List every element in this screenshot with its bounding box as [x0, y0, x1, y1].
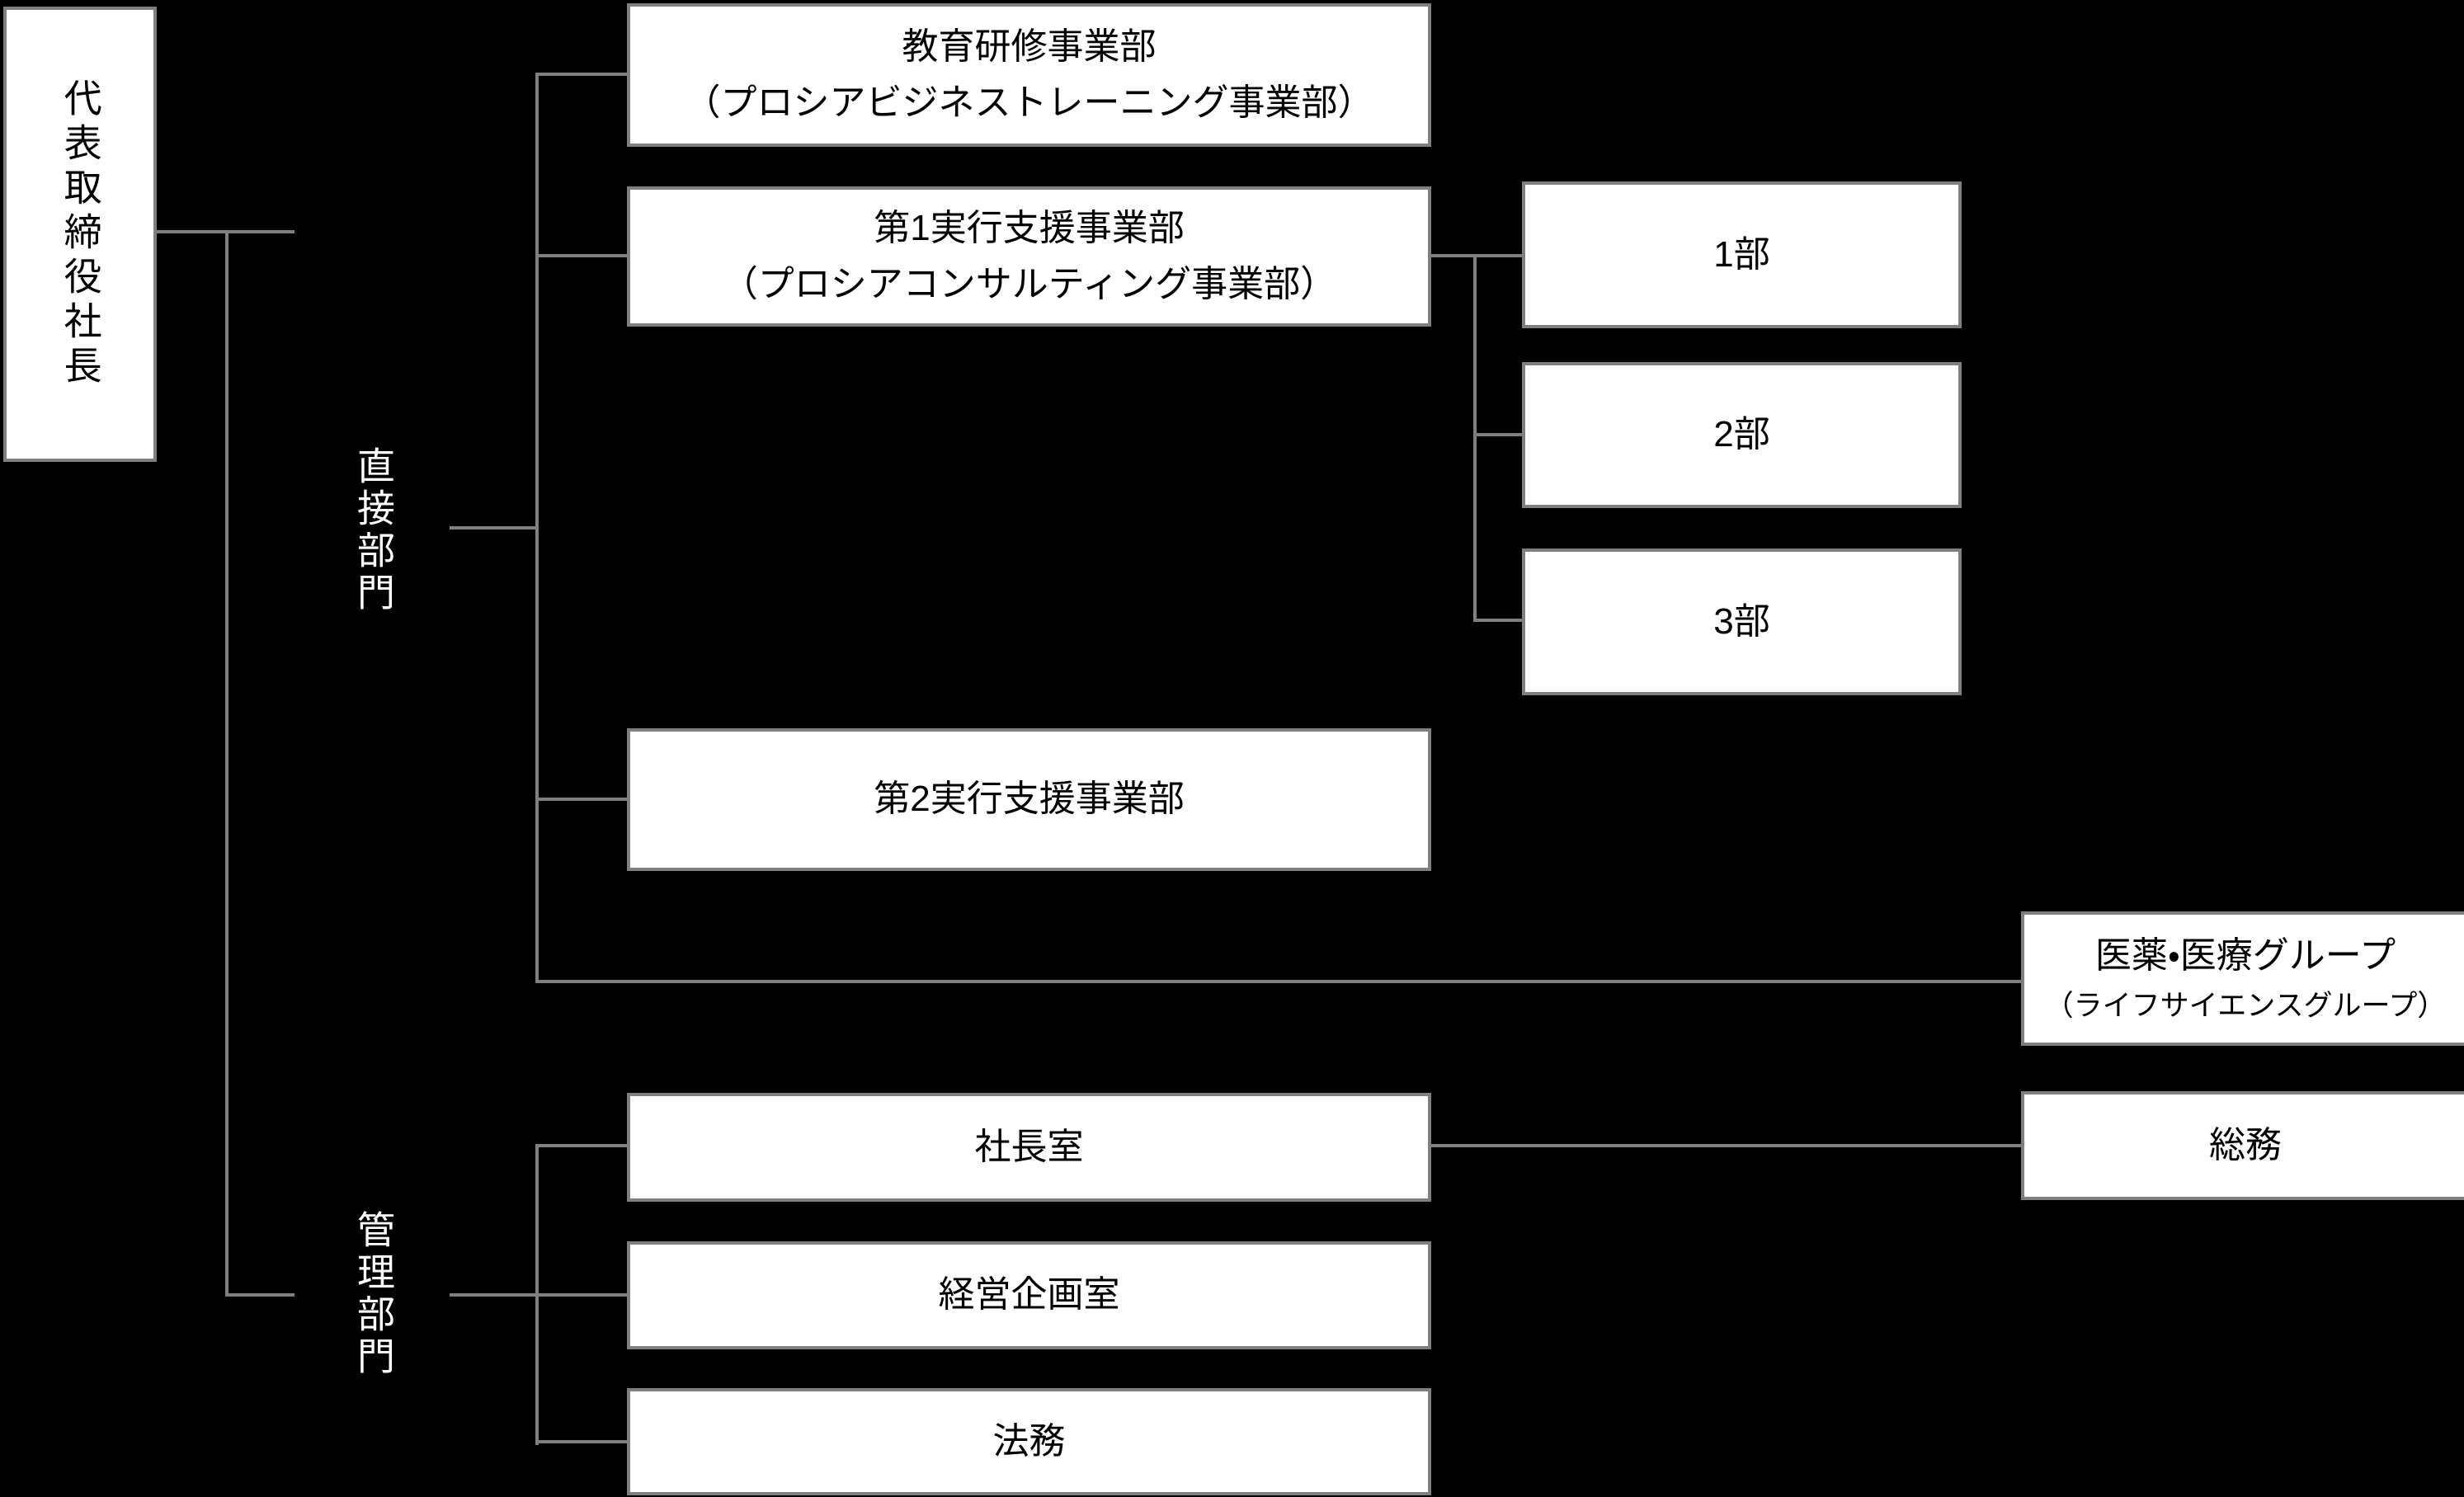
connector-trunk-main	[225, 230, 228, 1297]
node-general-affairs: 総務	[2021, 1091, 2464, 1200]
node-dept1: 1部	[1522, 181, 1962, 328]
connector-support1-dept1	[1431, 254, 1522, 257]
node-presidents-office: 社長室	[627, 1093, 1431, 1202]
connector-support2-stub	[535, 798, 627, 801]
node-medical-line2: （ライフサイエンスグループ）	[2044, 990, 2447, 1023]
label-admin-division: 管理部門	[352, 1210, 395, 1378]
connector-presidents-office-general-affairs	[1431, 1144, 2021, 1147]
node-corporate-planning: 経営企画室	[627, 1241, 1431, 1349]
connector-support1-stub	[535, 254, 627, 257]
node-education-training-division: 教育研修事業部 （プロシアビジネストレーニング事業部）	[627, 3, 1431, 147]
node-education-line1: 教育研修事業部	[902, 26, 1157, 67]
node-legal: 法務	[627, 1388, 1431, 1495]
node-education-line2: （プロシアビジネストレーニング事業部）	[684, 82, 1374, 123]
node-president: 代表取締役社長	[3, 7, 157, 462]
node-support1-line2: （プロシアコンサルティング事業部）	[721, 264, 1337, 304]
node-support2-division: 第2実行支援事業部	[627, 728, 1431, 871]
node-support1-division: 第1実行支援事業部 （プロシアコンサルティング事業部）	[627, 186, 1431, 327]
connector-education-stub	[535, 73, 627, 76]
connector-trunk-admin	[535, 1144, 539, 1445]
connector-admin-left	[225, 1293, 294, 1297]
connector-presidents-office-stub	[535, 1144, 627, 1147]
connector-trunk-depts	[1473, 254, 1477, 622]
connector-dept3-stub	[1473, 619, 1522, 622]
node-dept3: 3部	[1522, 548, 1962, 695]
connector-direct-right	[450, 526, 539, 530]
connector-trunk-direct	[535, 73, 539, 983]
label-direct-division: 直接部門	[352, 446, 395, 614]
node-medical-line1: 医薬・医療グループ	[2094, 935, 2396, 977]
node-support1-line1: 第1実行支援事業部	[874, 207, 1185, 248]
connector-dept2-stub	[1473, 433, 1522, 436]
connector-medical-long	[535, 980, 2021, 983]
node-dept2: 2部	[1522, 362, 1962, 508]
connector-legal-stub	[535, 1440, 627, 1443]
node-medical-group: 医薬・医療グループ （ライフサイエンスグループ）	[2021, 911, 2464, 1046]
